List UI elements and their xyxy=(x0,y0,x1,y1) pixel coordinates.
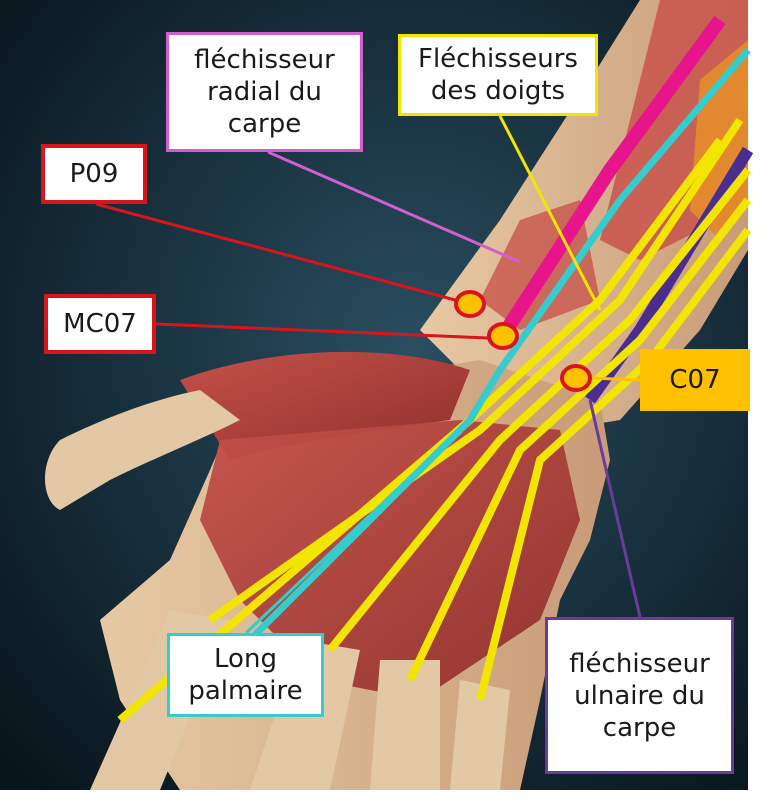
label-flechisseur-ulnaire-du-carpe: fléchisseur ulnaire du carpe xyxy=(545,617,734,774)
label-flechisseur-radial-du-carpe: fléchisseur radial du carpe xyxy=(166,32,363,152)
flexor-tendon-3 xyxy=(406,197,752,682)
label-p09: P09 xyxy=(41,144,147,204)
thumb xyxy=(45,390,240,510)
thenar-muscle xyxy=(180,351,470,460)
label-long-palmaire: Long palmaire xyxy=(167,633,324,717)
leader-c07 xyxy=(589,376,641,382)
leader-mc07 xyxy=(155,322,489,340)
palm-muscles xyxy=(200,420,580,700)
leader-radial xyxy=(267,150,521,264)
point-mc07 xyxy=(487,322,519,350)
frame-border-bottom xyxy=(0,790,768,802)
flexor-tendon-4 xyxy=(476,227,752,701)
label-c07: C07 xyxy=(640,349,750,411)
finger-little xyxy=(450,680,510,790)
leader-ulnaire xyxy=(588,399,642,618)
label-mc07: MC07 xyxy=(44,294,156,354)
radial-tendon xyxy=(494,15,726,344)
label-flechisseurs-des-doigts: Fléchisseurs des doigts xyxy=(398,34,598,116)
leader-p09 xyxy=(95,202,456,302)
leader-flechisseurs xyxy=(498,115,602,311)
frame-border-right xyxy=(748,0,768,802)
long-palmaire-tendon xyxy=(247,47,751,643)
leader-long-palmaire xyxy=(244,418,472,635)
finger-ring xyxy=(370,660,440,790)
point-p09 xyxy=(454,290,486,318)
flexor-tendon-5 xyxy=(117,137,724,724)
point-c07 xyxy=(560,364,592,392)
